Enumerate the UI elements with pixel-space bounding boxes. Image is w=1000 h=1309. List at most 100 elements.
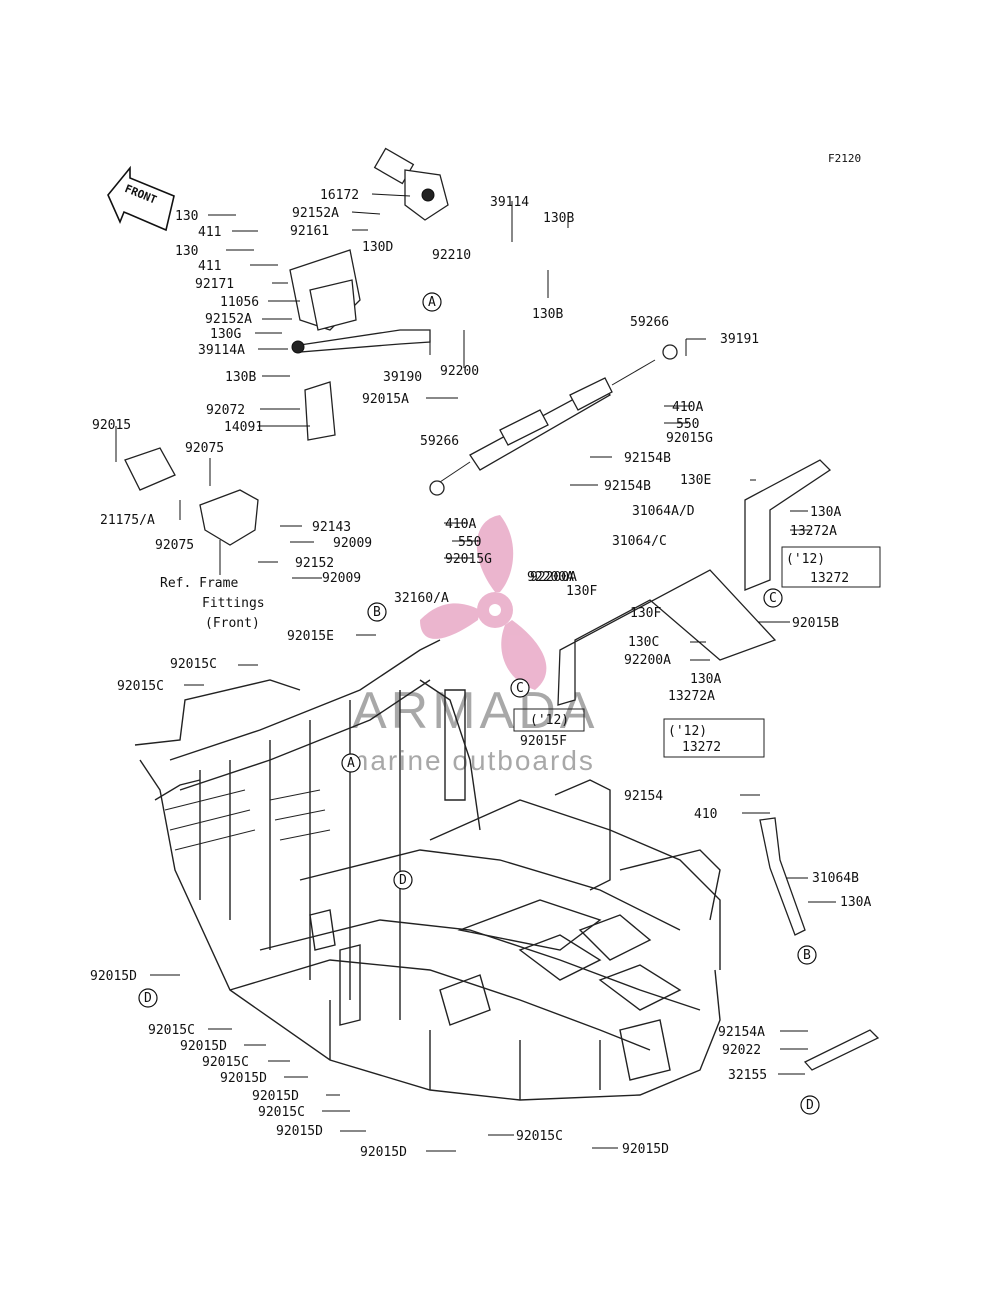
part-label: 130B xyxy=(225,370,256,385)
callout-letter: D xyxy=(806,1098,814,1113)
part-label: 92152A xyxy=(292,206,339,221)
part-label: 411 xyxy=(198,225,221,240)
part-label: 130E xyxy=(680,473,711,488)
part-label: 130B xyxy=(532,307,563,322)
part-label: 39114A xyxy=(198,343,245,358)
part-label: 410 xyxy=(694,807,717,822)
part-label: 130A xyxy=(840,895,871,910)
part-label: 92015D xyxy=(180,1039,227,1054)
link-rod xyxy=(291,329,431,354)
callout-letter: C xyxy=(516,681,524,696)
year-label-1: ('12) xyxy=(786,552,825,567)
part-label: 92009 xyxy=(333,536,372,551)
part-label: 92015F xyxy=(520,734,567,749)
part-label: 31064A/D xyxy=(632,504,695,519)
steering-rack xyxy=(429,344,678,496)
part-label: 11056 xyxy=(220,295,259,310)
part-label: 410A xyxy=(445,517,476,532)
part-label: 16172 xyxy=(320,188,359,203)
part-label: 92015C xyxy=(258,1105,305,1120)
part-label: 92015D xyxy=(220,1071,267,1086)
part-label: 92015D xyxy=(276,1124,323,1139)
part-label: 130F xyxy=(630,606,661,621)
part-label: 92154B xyxy=(624,451,671,466)
figure-code: F2120 xyxy=(828,152,861,165)
part-label: 92015C xyxy=(202,1055,249,1070)
part-label: 550 xyxy=(676,417,699,432)
steering-motor xyxy=(373,147,449,221)
ref-note-line2: Fittings xyxy=(202,596,265,611)
part-label: 13272 xyxy=(682,740,721,755)
part-label: 92072 xyxy=(206,403,245,418)
part-label: 39190 xyxy=(383,370,422,385)
part-label: 92015D xyxy=(252,1089,299,1104)
part-label: 13272A xyxy=(668,689,715,704)
bracket-31064C xyxy=(557,569,777,706)
part-label: 92154 xyxy=(624,789,663,804)
part-label: 39114 xyxy=(490,195,529,210)
part-label: 32155 xyxy=(728,1068,767,1083)
part-label: 130C xyxy=(628,635,659,650)
part-label: 92075 xyxy=(155,538,194,553)
part-label: 92171 xyxy=(195,277,234,292)
part-label: 92200 xyxy=(440,364,479,379)
part-label: 13272 xyxy=(810,571,849,586)
part-label: 92015D xyxy=(360,1145,407,1160)
part-label: 410A xyxy=(672,400,703,415)
part-label: 92143 xyxy=(312,520,351,535)
part-label: 92154A xyxy=(718,1025,765,1040)
main-frame xyxy=(134,639,721,1101)
part-label: 130 xyxy=(175,244,198,259)
callout-letter: D xyxy=(399,873,407,888)
watermark-tagline: marine outboards xyxy=(345,745,595,776)
part-label: 14091 xyxy=(224,420,263,435)
bracket-31064B xyxy=(759,817,806,936)
part-label: 39191 xyxy=(720,332,759,347)
ecu-module xyxy=(124,447,176,491)
part-label: 130A xyxy=(810,505,841,520)
part-label: 92015G xyxy=(666,431,713,446)
part-label: 92015 xyxy=(92,418,131,433)
part-label: 130B xyxy=(543,211,574,226)
part-label: 59266 xyxy=(630,315,669,330)
ref-note-line1: Ref. Frame xyxy=(160,576,238,591)
part-label: 130 xyxy=(175,209,198,224)
year-label-3: ('12) xyxy=(530,713,569,728)
part-label: 92161 xyxy=(290,224,329,239)
part-label: 130A xyxy=(690,672,721,687)
part-label: 92015C xyxy=(148,1023,195,1038)
callout-letter: A xyxy=(347,756,355,771)
callout-letter: B xyxy=(373,605,381,620)
part-label: 92152A xyxy=(205,312,252,327)
part-label: 92015A xyxy=(362,392,409,407)
controller-box xyxy=(304,381,336,441)
part-label: 92075 xyxy=(185,441,224,456)
part-label: 92015C xyxy=(170,657,217,672)
callout-letter: C xyxy=(769,591,777,606)
part-label: 92022 xyxy=(722,1043,761,1058)
callout-letter: B xyxy=(803,948,811,963)
part-label: 21175/A xyxy=(100,513,155,528)
part-label: 130G xyxy=(210,327,241,342)
watermark-propeller-icon xyxy=(420,515,547,690)
part-label: 92210 xyxy=(432,248,471,263)
part-label: 92154B xyxy=(604,479,651,494)
callout-letter: D xyxy=(144,991,152,1006)
part-label: 13272A xyxy=(790,524,837,539)
part-label: 59266 xyxy=(420,434,459,449)
part-label: 92015D xyxy=(622,1142,669,1157)
part-label: 92200A xyxy=(530,570,577,585)
part-label: 550 xyxy=(458,535,481,550)
leader-lines xyxy=(115,193,836,1152)
part-label: 92009 xyxy=(322,571,361,586)
part-label: 92015G xyxy=(445,552,492,567)
part-label: 411 xyxy=(198,259,221,274)
part-label: 130D xyxy=(362,240,393,255)
part-label: 92200A xyxy=(527,570,574,585)
watermark-brand: ARMADA xyxy=(352,682,598,740)
ref-note-line3: (Front) xyxy=(205,616,260,631)
part-label: 92015D xyxy=(90,969,137,984)
bracket-31064A xyxy=(744,459,832,591)
